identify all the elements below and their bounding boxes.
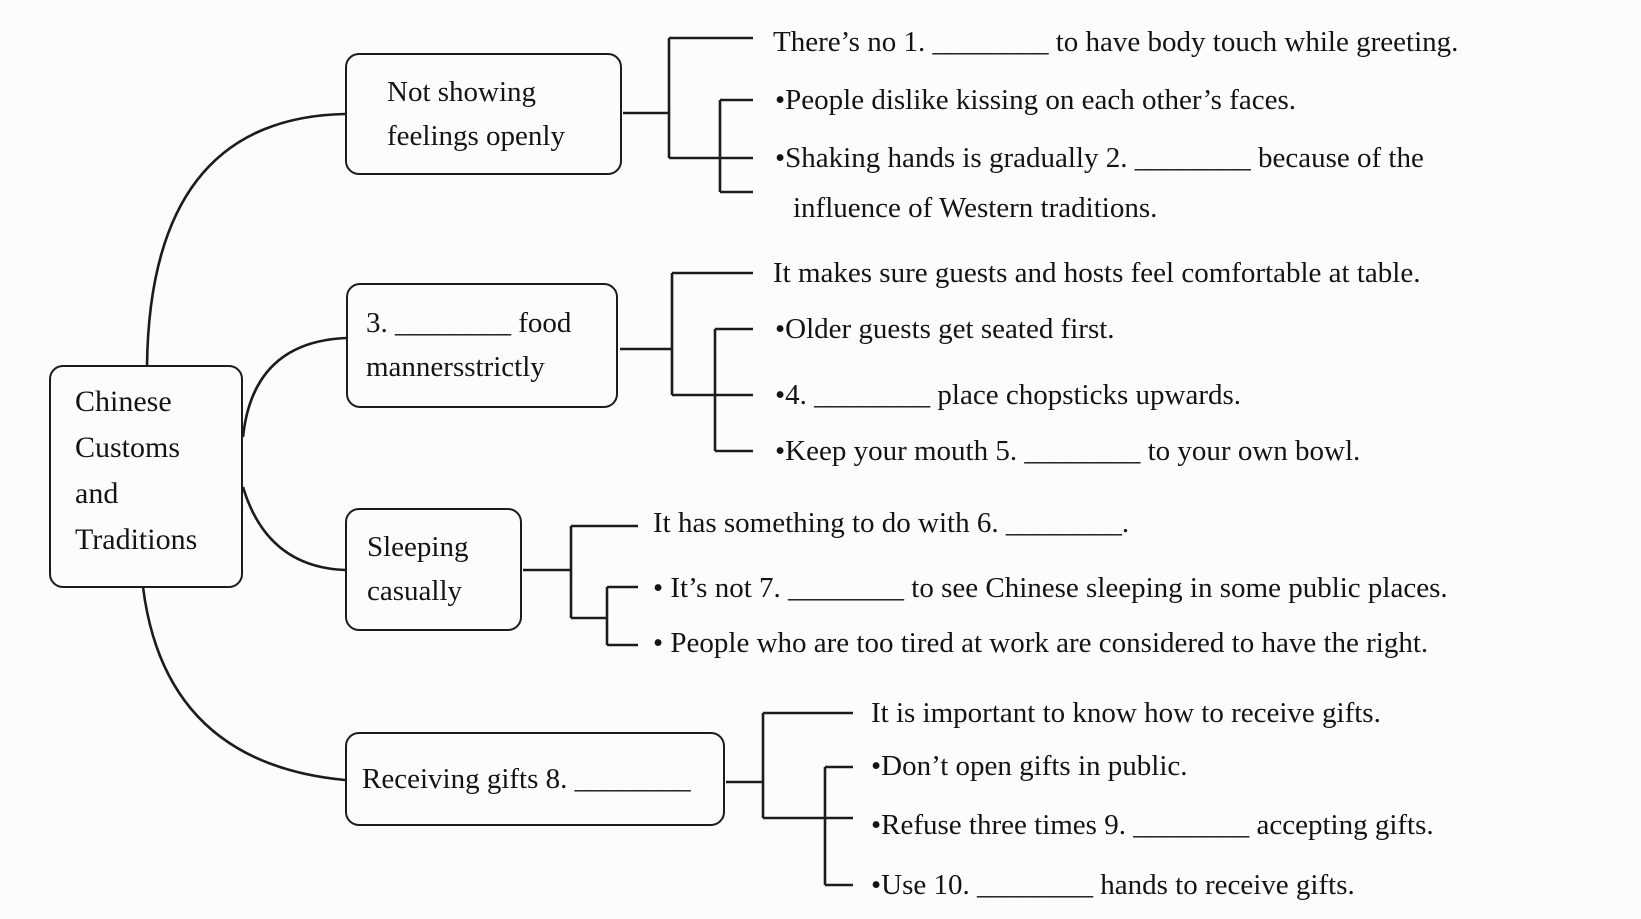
detail-line: •Don’t open gifts in public. bbox=[871, 750, 1188, 782]
root-node-line: and bbox=[75, 477, 119, 510]
branch-box-food-manners: 3. ________ food mannersstrictly bbox=[346, 283, 618, 408]
detail-line: •Use 10. ________ hands to receive gifts… bbox=[871, 869, 1355, 901]
branch-box-line: 3. ________ food bbox=[366, 307, 572, 339]
detail-line: There’s no 1. ________ to have body touc… bbox=[773, 26, 1459, 58]
branch-box-line: mannersstrictly bbox=[366, 351, 545, 383]
root-node-line: Customs bbox=[75, 431, 181, 464]
detail-line-continuation: influence of Western traditions. bbox=[793, 192, 1158, 224]
detail-line: •Older guests get seated first. bbox=[775, 313, 1115, 345]
detail-line: It makes sure guests and hosts feel comf… bbox=[773, 257, 1421, 289]
bracket-branch-4 bbox=[726, 711, 853, 887]
bracket-branch-2 bbox=[620, 271, 753, 453]
root-node-line: Traditions bbox=[75, 523, 198, 556]
detail-line: •Shaking hands is gradually 2. ________ … bbox=[775, 142, 1424, 174]
bracket-branch-1 bbox=[623, 36, 753, 194]
detail-line: •People dislike kissing on each other’s … bbox=[775, 84, 1297, 116]
detail-line: • It’s not 7. ________ to see Chinese sl… bbox=[653, 572, 1448, 604]
branch-box-not-showing-feelings: Not showing feelings openly bbox=[345, 53, 622, 175]
detail-line: •Keep your mouth 5. ________ to your own… bbox=[775, 435, 1361, 467]
root-node-line: Chinese bbox=[75, 385, 172, 418]
branch-box-line: casually bbox=[367, 575, 463, 607]
root-node-chinese-customs: Chinese Customs and Traditions bbox=[49, 365, 243, 588]
curve-root-to-branch-1 bbox=[145, 112, 346, 367]
detail-line: •4. ________ place chopsticks upwards. bbox=[775, 379, 1242, 411]
detail-line: It has something to do with 6. ________. bbox=[653, 507, 1130, 539]
detail-line: •Refuse three times 9. ________ acceptin… bbox=[871, 809, 1434, 841]
curve-root-to-branch-2 bbox=[241, 336, 347, 438]
branch-box-receiving-gifts: Receiving gifts 8. ________ bbox=[345, 732, 725, 826]
bracket-branch-3 bbox=[523, 524, 638, 647]
branch-box-sleeping-casually: Sleeping casually bbox=[345, 508, 522, 631]
branch-box-line: Sleeping bbox=[367, 531, 469, 563]
detail-line: • People who are too tired at work are c… bbox=[653, 627, 1429, 659]
branch-box-line: Receiving gifts 8. ________ bbox=[362, 763, 691, 795]
detail-line: It is important to know how to receive g… bbox=[871, 697, 1381, 729]
branch-box-line: Not showing bbox=[387, 76, 537, 108]
curve-root-to-branch-3 bbox=[241, 486, 346, 572]
branch-box-line: feelings openly bbox=[387, 120, 565, 152]
curve-root-to-branch-4 bbox=[141, 586, 346, 782]
